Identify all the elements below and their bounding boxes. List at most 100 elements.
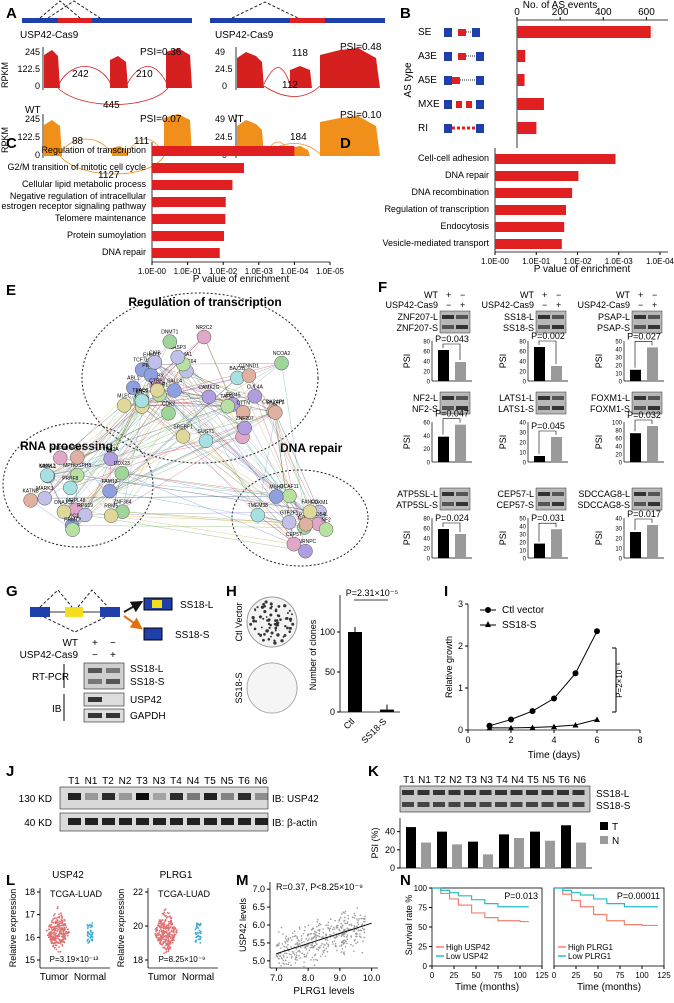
colony	[288, 630, 291, 633]
network-node	[148, 355, 162, 369]
f-cas-sign: +	[460, 300, 465, 310]
f-psi-tick: 0	[427, 557, 431, 563]
i-pvalue: P=2×10⁻⁶	[615, 662, 624, 698]
m-point	[315, 959, 317, 961]
m-point	[301, 940, 303, 942]
category-label: Telomere maintenance	[55, 213, 146, 223]
l-dot-tumor	[58, 917, 60, 919]
m-point	[340, 917, 342, 919]
m-ytick-label: 6.0	[252, 920, 265, 930]
l-dot-tumor	[168, 912, 170, 914]
l-dot-tumor	[67, 935, 69, 937]
m-point	[346, 936, 348, 938]
l-dot-tumor	[53, 937, 55, 939]
k-band-short	[495, 802, 507, 807]
m-point	[315, 942, 317, 944]
f-pvalue: P=0.027	[627, 331, 661, 341]
l-dot-tumor	[168, 944, 170, 946]
m-point	[298, 944, 300, 946]
m-point	[343, 951, 345, 953]
f-gel-image	[536, 392, 566, 414]
f-gel-band	[552, 315, 564, 319]
l-dot-tumor	[62, 941, 64, 943]
colony	[261, 626, 263, 628]
f-psi-tick: 0	[523, 461, 527, 467]
l-dot-normal	[200, 924, 202, 926]
m-point	[354, 917, 356, 919]
l-dot-tumor	[50, 938, 52, 940]
l-dot-normal	[91, 934, 93, 936]
l-dot-tumor	[173, 929, 175, 931]
l-dot-tumor	[168, 932, 170, 934]
j-lane-label: N6	[255, 776, 268, 787]
l-dot-normal	[198, 936, 200, 938]
l-dot-tumor	[50, 931, 52, 933]
l-dot-tumor	[53, 915, 55, 917]
f-gel-2: WT+−USP42-Cas9−+PSAP-LPSAP-SPSI010203040…	[577, 290, 664, 386]
network-edge	[122, 473, 276, 496]
b-bar	[517, 50, 525, 62]
m-point	[327, 924, 329, 926]
f-gel-band	[442, 396, 454, 400]
n-ytick-label: 25	[418, 943, 427, 952]
m-point	[285, 937, 287, 939]
m-point	[325, 924, 327, 926]
f-cas-label: USP42-Cas9	[577, 300, 630, 310]
m-point	[359, 929, 361, 931]
colony	[270, 602, 273, 605]
l-dot-tumor	[161, 944, 163, 946]
n-xtick-label: 25	[450, 971, 459, 980]
l-ytick-label: 18	[133, 955, 143, 965]
m-point	[310, 959, 312, 961]
m-point	[281, 943, 283, 945]
k-bar-tumor	[437, 832, 447, 868]
m-point	[333, 926, 335, 928]
m-point	[307, 952, 309, 954]
f-long-label: SS18-L	[504, 312, 534, 322]
l-dot-tumor	[157, 932, 159, 934]
k-band-short	[433, 802, 445, 807]
m-point	[290, 937, 292, 939]
panel-d-letter: D	[340, 135, 351, 152]
m-point	[293, 952, 295, 954]
colony	[259, 634, 262, 637]
f-gel-band	[456, 315, 468, 319]
network-node-label: DNAJC8	[54, 500, 74, 506]
m-point	[355, 933, 357, 935]
k-band-short	[449, 802, 461, 807]
f-gel-image	[632, 488, 662, 510]
m-point	[332, 929, 334, 931]
b-category-label: A3E	[418, 51, 437, 62]
l-dot-tumor	[163, 939, 165, 941]
g-long-isoform-alt	[152, 600, 162, 608]
a-l1-tick-2: 0	[35, 81, 40, 91]
m-point	[284, 952, 286, 954]
m-xtick-label: 7.0	[270, 973, 283, 983]
f-long-label: FOXM1-L	[591, 393, 630, 403]
m-point	[306, 945, 308, 947]
k-band-long	[449, 790, 461, 795]
enrichment-bar	[152, 197, 226, 207]
f-psi-bar-cas	[647, 426, 658, 462]
m-point	[296, 957, 298, 959]
k-band-short	[557, 802, 569, 807]
network-node	[303, 505, 317, 519]
f-psi-bar-wt	[534, 347, 545, 381]
k-lane-label: N1	[418, 775, 431, 786]
l-dot-tumor	[176, 932, 178, 934]
l-dot-normal	[90, 936, 92, 938]
m-point	[301, 938, 303, 940]
category-label: G2/M transition of mitotic cell cycle	[7, 162, 146, 172]
network-node	[103, 484, 117, 498]
network-node	[275, 356, 289, 370]
i-point	[530, 708, 536, 714]
l-dot-tumor	[58, 914, 60, 916]
m-point	[317, 959, 319, 961]
enrichment-bar	[152, 146, 294, 156]
m-point	[281, 957, 283, 959]
m-point	[296, 955, 298, 957]
h-plate-label-1: SS18-S	[234, 672, 244, 703]
